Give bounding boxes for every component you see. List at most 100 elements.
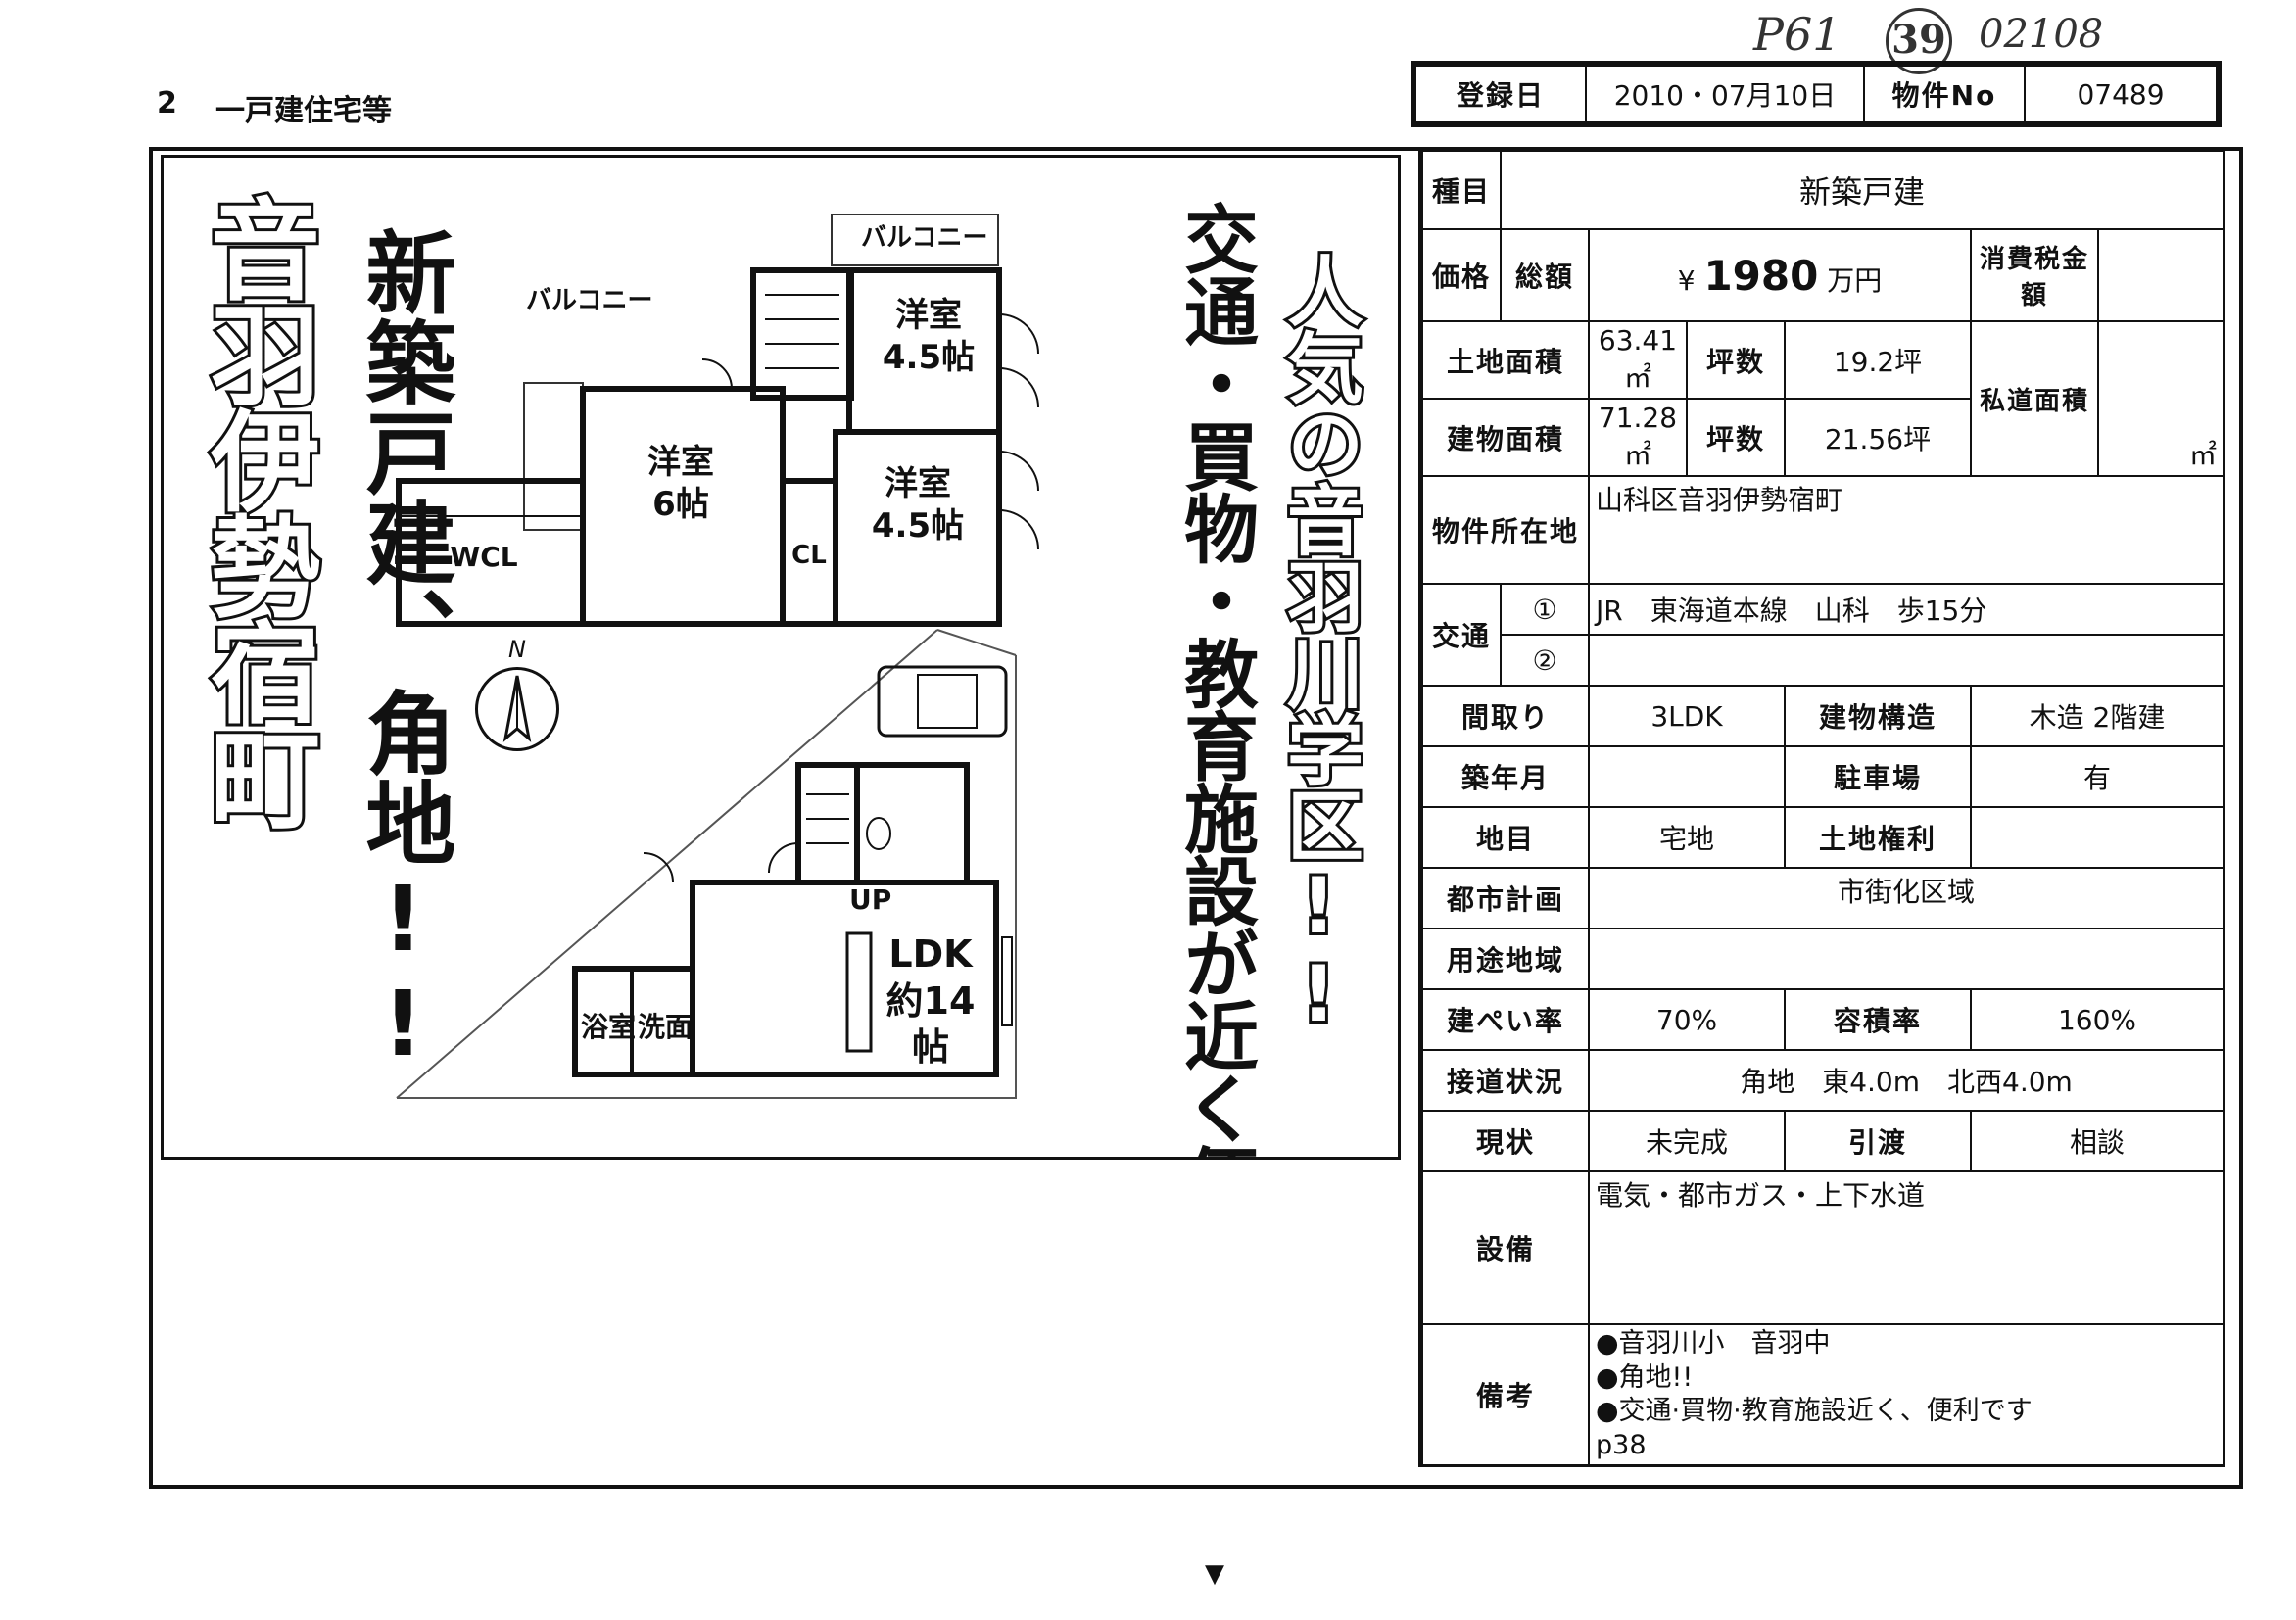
property-address: 山科区音羽伊勢宿町 (1587, 475, 2225, 585)
page-number: 2 (157, 86, 177, 120)
status-label: 現状 (1421, 1110, 1590, 1172)
price-cell: ¥ 1980 万円 (1588, 228, 1972, 322)
land-area-label: 土地面積 (1421, 320, 1590, 400)
remark-item: ●角地!! (1596, 1361, 1694, 1393)
property-type: 新築戸建 (1499, 150, 2225, 230)
reg-date: 2010・07月10日 (1585, 65, 1865, 123)
private-road-area: ㎡ (2096, 320, 2225, 477)
parking-label: 駐車場 (1784, 745, 1972, 808)
room-west-4-5: 洋室 4.5帖 (865, 295, 992, 378)
handover-label: 引渡 (1784, 1110, 1972, 1172)
zoning-label: 用途地域 (1421, 928, 1590, 990)
ldk-room: LDK 約14帖 (877, 931, 984, 1072)
building-tsubo: 21.56坪 (1784, 398, 1972, 477)
page-category: 一戸建住宅等 (215, 94, 392, 128)
ldk-name: LDK (888, 932, 973, 976)
structure-value: 木造 2階建 (1969, 685, 2225, 747)
ad-feature-corner: 角地!! (351, 687, 455, 1076)
registration-box: 登録日 2010・07月10日 物件No 07489 (1411, 61, 2222, 127)
transport-1: JR 東海道本線 山科 歩15分 (1587, 583, 2225, 636)
property-info-panel: 種目 新築戸建 価格 総額 ¥ 1980 万円 消費税金額 土地面積 63.41… (1418, 147, 2225, 1467)
zoning-value (1587, 928, 2225, 990)
land-category-label: 地目 (1421, 806, 1590, 869)
transport-2 (1587, 634, 2225, 687)
land-right-label: 土地権利 (1784, 806, 1972, 869)
north-arrow-icon (475, 667, 559, 751)
handover-value: 相談 (1969, 1110, 2225, 1172)
page-down-marker: ▼ (1205, 1559, 1224, 1589)
price-label: 価格 (1421, 228, 1502, 322)
ad-panel: 音羽伊勢宿町 新築戸建、 角地!! 交通・買物・教育施設が近く便利地 人気の音羽… (161, 155, 1401, 1160)
washroom-label: 洗面 (637, 1011, 693, 1043)
balcony-2f-top-label: バルコニー (861, 223, 988, 253)
room-west-4-5b-size: 4.5帖 (871, 505, 965, 546)
building-area: 71.28㎡ (1588, 398, 1688, 477)
transport-label: 交通 (1421, 583, 1502, 687)
ad-slogan-school: 人気の音羽川学区!! (1271, 249, 1365, 1042)
ldk-size: 約14帖 (885, 978, 976, 1070)
remarks-label: 備考 (1421, 1322, 1590, 1467)
building-area-label: 建物面積 (1421, 398, 1590, 477)
parking-value: 有 (1969, 745, 2225, 808)
north-label: N (508, 636, 526, 663)
private-road-unit: ㎡ (2189, 439, 2218, 471)
room-west-4-5-name: 洋室 (895, 296, 962, 335)
land-tsubo: 19.2坪 (1784, 320, 1972, 400)
city-plan: 市街化区域 (1587, 867, 2225, 929)
building-coverage-label: 建ぺい率 (1421, 988, 1590, 1051)
remark-item: ●交通·買物·教育施設近く、便利です (1596, 1396, 2033, 1427)
layout-value: 3LDK (1588, 685, 1786, 747)
price-prefix: ¥ (1677, 263, 1696, 297)
room-west-4-5b: 洋室 4.5帖 (849, 463, 986, 547)
land-tsubo-label: 坪数 (1686, 320, 1786, 400)
bath-label: 浴室 (580, 1011, 636, 1043)
stairs-up-label: UP (849, 883, 892, 916)
room-west-6: 洋室 6帖 (612, 442, 749, 525)
balcony-2f-left-label: バルコニー (526, 286, 653, 315)
room-west-4-5b-name: 洋室 (885, 464, 951, 503)
handwritten-code: 02108 (1979, 12, 2104, 57)
ad-location: 音羽伊勢宿町 (189, 190, 322, 831)
facilities-label: 設備 (1421, 1170, 1590, 1325)
layout-label: 間取り (1421, 685, 1590, 747)
total-label: 総額 (1500, 228, 1590, 322)
price-value: 1980 (1703, 251, 1819, 300)
built-label: 築年月 (1421, 745, 1590, 808)
tax-label: 消費税金額 (1970, 228, 2099, 322)
road-access-label: 接道状況 (1421, 1049, 1590, 1112)
wcl-label: WCL (450, 541, 518, 573)
ad-slogan-convenience: 交通・買物・教育施設が近く便利地 (1172, 201, 1259, 1160)
land-category: 宅地 (1588, 806, 1786, 869)
remarks-list: ●音羽川小 音羽中 ●角地!! ●交通·買物·教育施設近く、便利です p38 (1587, 1322, 2225, 1467)
road-access: 角地 東4.0m 北西4.0m (1587, 1049, 2225, 1112)
building-tsubo-label: 坪数 (1686, 398, 1786, 477)
facilities-value: 電気・都市ガス・上下水道 (1587, 1170, 2225, 1325)
transport-1-mark: ① (1500, 583, 1590, 636)
structure-label: 建物構造 (1784, 685, 1972, 747)
room-west-4-5-size: 4.5帖 (882, 337, 976, 377)
floorplan-drawing (396, 214, 1039, 1099)
price-unit: 万円 (1827, 263, 1883, 297)
building-coverage: 70% (1588, 988, 1786, 1051)
transport-2-mark: ② (1500, 634, 1590, 687)
ad-feature-new: 新築戸建、 (351, 226, 455, 677)
room-west-6-name: 洋室 (647, 443, 714, 482)
floor-area-ratio: 160% (1969, 988, 2225, 1051)
tax-value (2096, 228, 2225, 322)
private-road-label: 私道面積 (1970, 320, 2099, 477)
city-plan-label: 都市計画 (1421, 867, 1590, 929)
floor-area-ratio-label: 容積率 (1784, 988, 1972, 1051)
listing-frame (149, 147, 2243, 1489)
address-label: 物件所在地 (1421, 475, 1590, 585)
type-label: 種目 (1421, 150, 1502, 230)
handwritten-page: P61 (1753, 8, 1842, 61)
status-value: 未完成 (1588, 1110, 1786, 1172)
remark-item: ●音羽川小 音羽中 (1596, 1328, 1831, 1358)
cl-label: CL (791, 541, 827, 570)
land-area: 63.41㎡ (1588, 320, 1688, 400)
property-no: 07489 (2024, 65, 2218, 123)
reg-date-label: 登録日 (1414, 65, 1587, 123)
land-right (1969, 806, 2225, 869)
property-no-label: 物件No (1863, 65, 2026, 123)
remark-item: p38 (1596, 1429, 1647, 1460)
